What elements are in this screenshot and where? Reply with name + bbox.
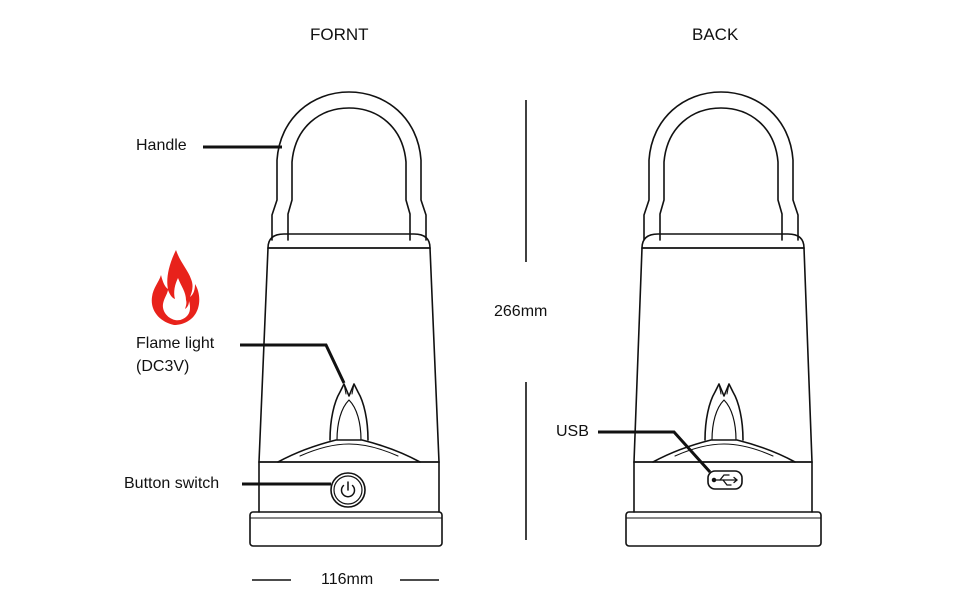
front-view-title: FORNT [310,25,369,44]
leader-lines [203,145,712,486]
usb-port [707,470,743,490]
back-handle [643,91,799,241]
usb-leader [598,430,712,474]
flame-light-label: Flame light [136,335,215,352]
usb-label: USB [556,423,589,440]
dimension-lines [252,100,527,581]
back-bulb-mound [652,439,796,463]
flame-icon [151,250,200,325]
front-flame-bulb [329,383,369,441]
height-dimension-label: 266mm [494,303,548,320]
back-flame-bulb [704,383,744,441]
front-foot [249,511,443,547]
width-dimension-label: 116mm [321,571,374,588]
flame-light-leader [240,343,346,384]
back-foot [625,511,822,547]
front-top-cap [267,233,431,249]
front-bulb-mound [277,439,421,463]
back-lantern [625,91,822,547]
button-switch-label: Button switch [124,475,220,492]
front-body [258,247,440,463]
front-handle [271,91,427,241]
flame-light-voltage-label: (DC3V) [136,358,190,375]
power-button[interactable] [330,472,366,508]
power-icon [340,481,356,498]
back-body [633,247,813,463]
back-top-cap [641,233,805,249]
front-lantern [249,91,443,547]
usb-icon [711,474,739,486]
back-handle-inner [659,107,783,241]
handle-label: Handle [136,137,187,154]
front-handle-inner [287,107,411,241]
back-view-title: BACK [692,25,739,44]
